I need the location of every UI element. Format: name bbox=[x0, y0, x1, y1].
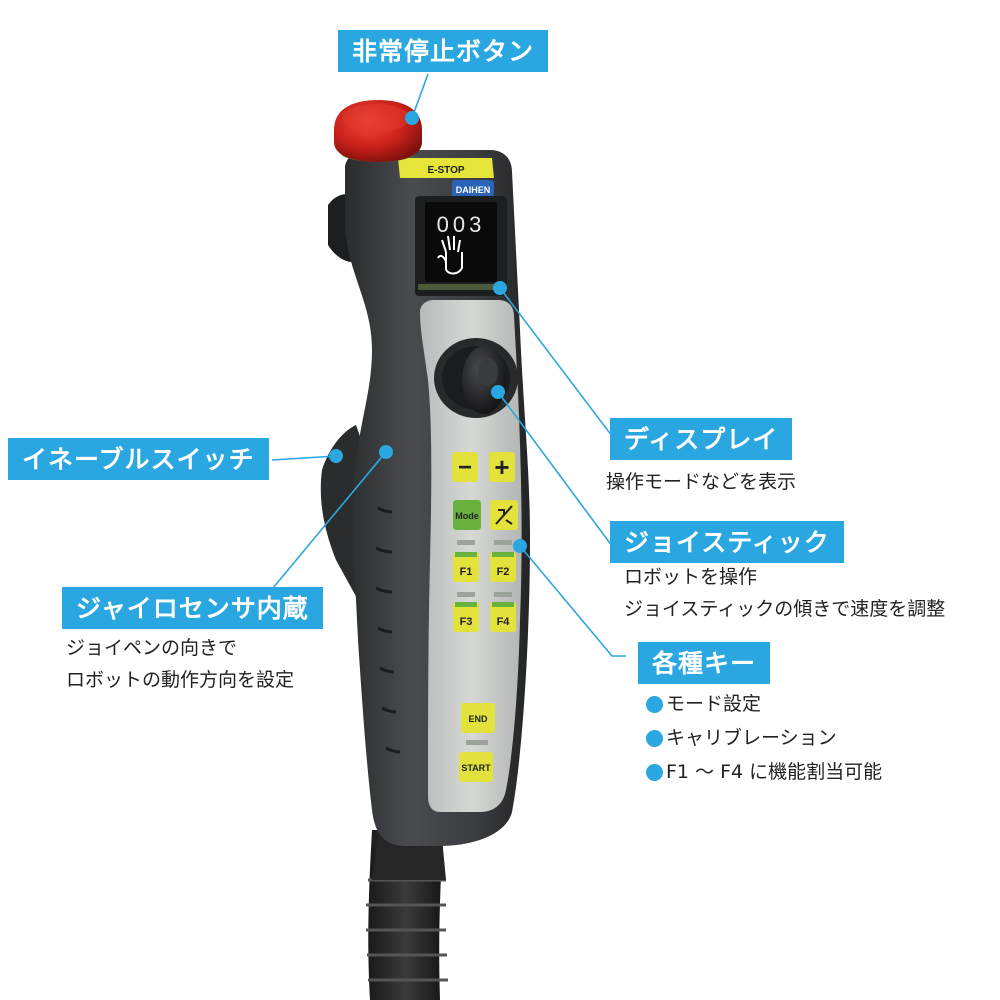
f1-key-label: F1 bbox=[460, 566, 473, 578]
leader-dot-keys bbox=[513, 539, 527, 553]
plus-key-label: + bbox=[494, 452, 509, 482]
joystick-callout-title: ジョイスティック bbox=[610, 521, 844, 563]
gyro-desc-line: ジョイペンの向きで bbox=[66, 637, 238, 659]
f3-key[interactable] bbox=[453, 602, 479, 632]
leader-dot-display bbox=[493, 281, 507, 295]
leader-dot-joystick bbox=[491, 385, 505, 399]
display-screen bbox=[425, 202, 497, 282]
keys-bullet-text: キャリブレーション bbox=[666, 727, 837, 749]
keys-bullet-item: モード設定 bbox=[646, 687, 882, 721]
joystick-desc-line: ロボットを操作 bbox=[624, 566, 758, 588]
leader-enable bbox=[271, 455, 337, 461]
display-callout-title: ディスプレイ bbox=[610, 418, 793, 460]
keys-bullet-text: モード設定 bbox=[666, 693, 762, 715]
leader-keys bbox=[519, 545, 626, 657]
keys-bullet-text: F1 ～ F4 に機能割当可能 bbox=[666, 761, 883, 783]
f1-key[interactable] bbox=[453, 552, 479, 582]
start-key[interactable] bbox=[459, 752, 493, 782]
f3-key-label: F3 bbox=[460, 616, 473, 628]
gyro-callout-title: ジャイロセンサ内蔵 bbox=[62, 587, 323, 629]
end-key[interactable] bbox=[461, 703, 495, 733]
gyro-desc-line: ロボットの動作方向を設定 bbox=[66, 669, 295, 691]
leader-dot-enable bbox=[329, 449, 343, 463]
estop-strip bbox=[398, 158, 494, 178]
joystick-callout-desc: ロボットを操作 ジョイスティックの傾きで速度を調整 bbox=[624, 561, 945, 625]
enable-switch-callout-title: イネーブルスイッチ bbox=[8, 438, 269, 480]
brand-logo-text: DAIHEN bbox=[456, 185, 491, 195]
bullet-dot-icon bbox=[646, 729, 663, 747]
bullet-dot-icon bbox=[646, 763, 663, 781]
joystick-desc-line: ジョイスティックの傾きで速度を調整 bbox=[624, 598, 946, 620]
f2-key-label: F2 bbox=[497, 566, 510, 578]
hand-icon bbox=[437, 235, 463, 275]
bullet-dot-icon bbox=[646, 695, 663, 713]
calibration-icon bbox=[495, 505, 513, 525]
estop-callout-title: 非常停止ボタン bbox=[338, 30, 549, 72]
leader-estop bbox=[411, 73, 429, 119]
keys-callout-title: 各種キー bbox=[638, 642, 771, 684]
f4-key-label: F4 bbox=[497, 616, 511, 628]
leader-dot-estop bbox=[405, 111, 419, 125]
keys-callout-bullets: モード設定 キャリブレーション F1 ～ F4 に機能割当可能 bbox=[646, 687, 882, 789]
joystick[interactable] bbox=[434, 338, 518, 418]
end-key-label: END bbox=[468, 714, 488, 724]
plus-key[interactable] bbox=[489, 452, 515, 482]
cable bbox=[366, 830, 448, 1000]
screen-counter: 003 bbox=[437, 212, 486, 237]
gyro-callout-desc: ジョイペンの向きで ロボットの動作方向を設定 bbox=[66, 632, 294, 696]
f2-key[interactable] bbox=[490, 552, 516, 582]
keys-bullet-item: F1 ～ F4 に機能割当可能 bbox=[646, 755, 882, 789]
leader-dot-gyro bbox=[379, 445, 393, 459]
estop-strip-label: E-STOP bbox=[427, 165, 464, 176]
start-key-label: START bbox=[461, 763, 491, 773]
estop-button[interactable] bbox=[334, 100, 422, 162]
display-callout-desc: 操作モードなどを表示 bbox=[606, 466, 796, 498]
keys-bullet-item: キャリブレーション bbox=[646, 721, 882, 755]
f4-key[interactable] bbox=[490, 602, 516, 632]
mode-key-label: Mode bbox=[455, 511, 479, 521]
leader-gyro bbox=[267, 451, 387, 595]
mode-key[interactable] bbox=[453, 500, 481, 530]
minus-key-label: − bbox=[458, 454, 472, 481]
minus-key[interactable] bbox=[452, 452, 478, 482]
display-desc-line: 操作モードなどを表示 bbox=[606, 471, 797, 493]
grip-ridges bbox=[375, 506, 401, 754]
brand-logo bbox=[452, 180, 494, 198]
